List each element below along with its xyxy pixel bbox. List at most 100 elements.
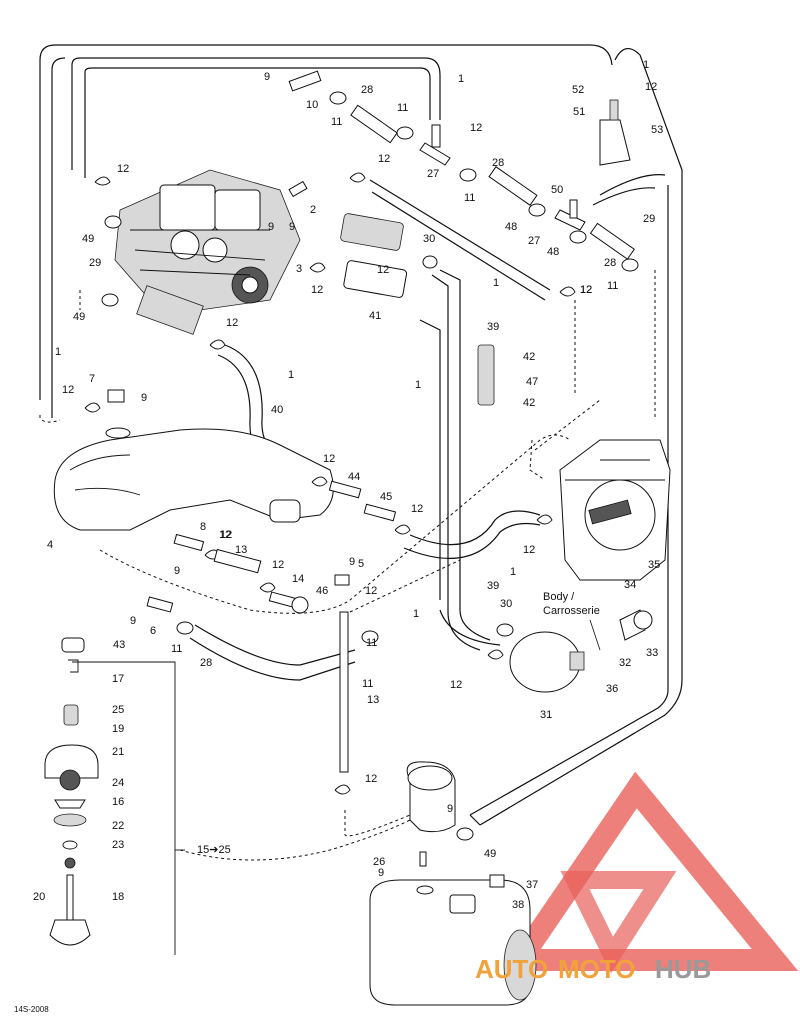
callout-c3: 3: [296, 263, 302, 275]
callout-c50: 50: [551, 184, 563, 196]
callout-c53: 53: [651, 124, 663, 136]
callout-c8: 8: [200, 521, 206, 533]
callout-c12j: 12: [411, 503, 423, 515]
hose-clamps: [84, 91, 639, 841]
callout-c12k: 12: [219, 529, 231, 541]
callout-c39a: 39: [487, 321, 499, 333]
callout-c39b: 39: [487, 580, 499, 592]
callout-c33: 33: [646, 647, 658, 659]
callout-c47: 47: [526, 376, 538, 388]
watermark-moto: MOTO: [558, 954, 636, 984]
callout-c44: 44: [348, 471, 360, 483]
watermark: [499, 771, 799, 974]
callout-c24: 24: [112, 777, 124, 789]
callout-c11b: 11: [397, 102, 408, 114]
callout-c1a: 1: [643, 59, 649, 71]
callout-c13b: 13: [367, 694, 379, 706]
callout-c48b: 48: [547, 246, 559, 258]
callout-c6: 6: [150, 625, 156, 637]
callout-c1d: 1: [288, 369, 294, 381]
callout-c38: 38: [512, 899, 524, 911]
callout-c5: 5: [358, 558, 364, 570]
fittings: [107, 70, 653, 888]
callout-c52: 52: [572, 84, 584, 96]
callout-c12m: 12: [365, 585, 377, 597]
callout-c49b: 49: [73, 311, 85, 323]
tank-31: [509, 631, 585, 693]
callout-c36: 36: [606, 683, 618, 695]
callout-c29b: 29: [643, 213, 655, 225]
callout-c9e: 9: [130, 615, 136, 627]
callout-c1c: 1: [55, 346, 61, 358]
callout-c9a: 9: [264, 71, 270, 83]
callout-c12n: 12: [523, 544, 535, 556]
callout-c4: 4: [47, 539, 53, 551]
callout-c12g: 12: [226, 317, 238, 329]
callout-c12f: 12: [311, 284, 323, 296]
callout-c48a: 48: [505, 221, 517, 233]
callout-c18: 18: [112, 891, 124, 903]
callout-c10: 10: [306, 99, 318, 111]
callout-c43: 43: [113, 639, 125, 651]
body-label: Body / Carrosserie: [543, 591, 601, 651]
muffler: [369, 879, 537, 1006]
callout-c30a: 30: [423, 233, 435, 245]
callout-c29a: 29: [89, 257, 101, 269]
callout-c21: 21: [112, 746, 124, 758]
callout-c28b: 28: [492, 157, 504, 169]
callout-c9h: 9: [378, 867, 384, 879]
callout-c49a: 49: [82, 233, 94, 245]
callout-c31: 31: [540, 709, 552, 721]
callout-c1e: 1: [415, 379, 421, 391]
body-label-en: Body /: [543, 591, 575, 603]
callout-c9d: 9: [174, 565, 180, 577]
callout-c11f: 11: [362, 678, 373, 690]
callout-c27b: 27: [528, 235, 540, 247]
callout-c12l: 12: [272, 559, 284, 571]
callout-labels: 1111111123456789999999991011111111111111…: [33, 59, 663, 911]
callout-c23: 23: [112, 839, 124, 851]
dashed-routing: [39, 270, 656, 861]
callout-c9g: 9: [447, 803, 453, 815]
callout-c27a: 27: [427, 168, 439, 180]
callout-c13a: 13: [235, 544, 247, 556]
callout-c42a: 42: [523, 351, 535, 363]
valve-assembly: [44, 637, 185, 955]
callout-c32: 32: [619, 657, 631, 669]
callout-c12q: 12: [377, 264, 389, 276]
callout-c11g: 11: [366, 637, 377, 649]
callout-c7: 7: [89, 373, 95, 385]
callout-c30b: 30: [500, 598, 512, 610]
callout-c25: 25: [112, 704, 124, 716]
callout-c12b: 12: [378, 153, 390, 165]
hose-routing: [39, 44, 683, 826]
callout-c20: 20: [33, 891, 45, 903]
callout-c41: 41: [369, 310, 381, 322]
callout-c12s: 12: [580, 284, 592, 296]
watermark-text: AUTO MOTO HUB: [475, 954, 711, 984]
callout-c28a: 28: [361, 84, 373, 96]
callout-c1b: 1: [458, 73, 464, 85]
callout-c15: 15➔25: [197, 844, 231, 856]
water-box: [559, 439, 671, 581]
callout-c12d: 12: [645, 81, 657, 93]
callout-c9b: 9: [141, 392, 147, 404]
callout-c12e: 12: [580, 284, 592, 296]
drawing-code: 14S-2008: [14, 1005, 49, 1014]
callout-c12o: 12: [450, 679, 462, 691]
callout-c19: 19: [112, 723, 124, 735]
callout-c9c: 9: [289, 221, 295, 233]
callout-c22: 22: [112, 820, 124, 832]
resonator: [406, 761, 456, 833]
callout-c37: 37: [526, 879, 538, 891]
callout-c11d: 11: [607, 280, 618, 292]
callout-c2: 2: [310, 204, 316, 216]
callout-c28c: 28: [604, 257, 616, 269]
callout-c49c: 49: [484, 848, 496, 860]
callout-c42b: 42: [523, 397, 535, 409]
callout-c1f: 1: [493, 277, 499, 289]
callout-c12p: 12: [365, 773, 377, 785]
callout-c1h: 1: [413, 608, 419, 620]
callout-c11c: 11: [464, 192, 475, 204]
